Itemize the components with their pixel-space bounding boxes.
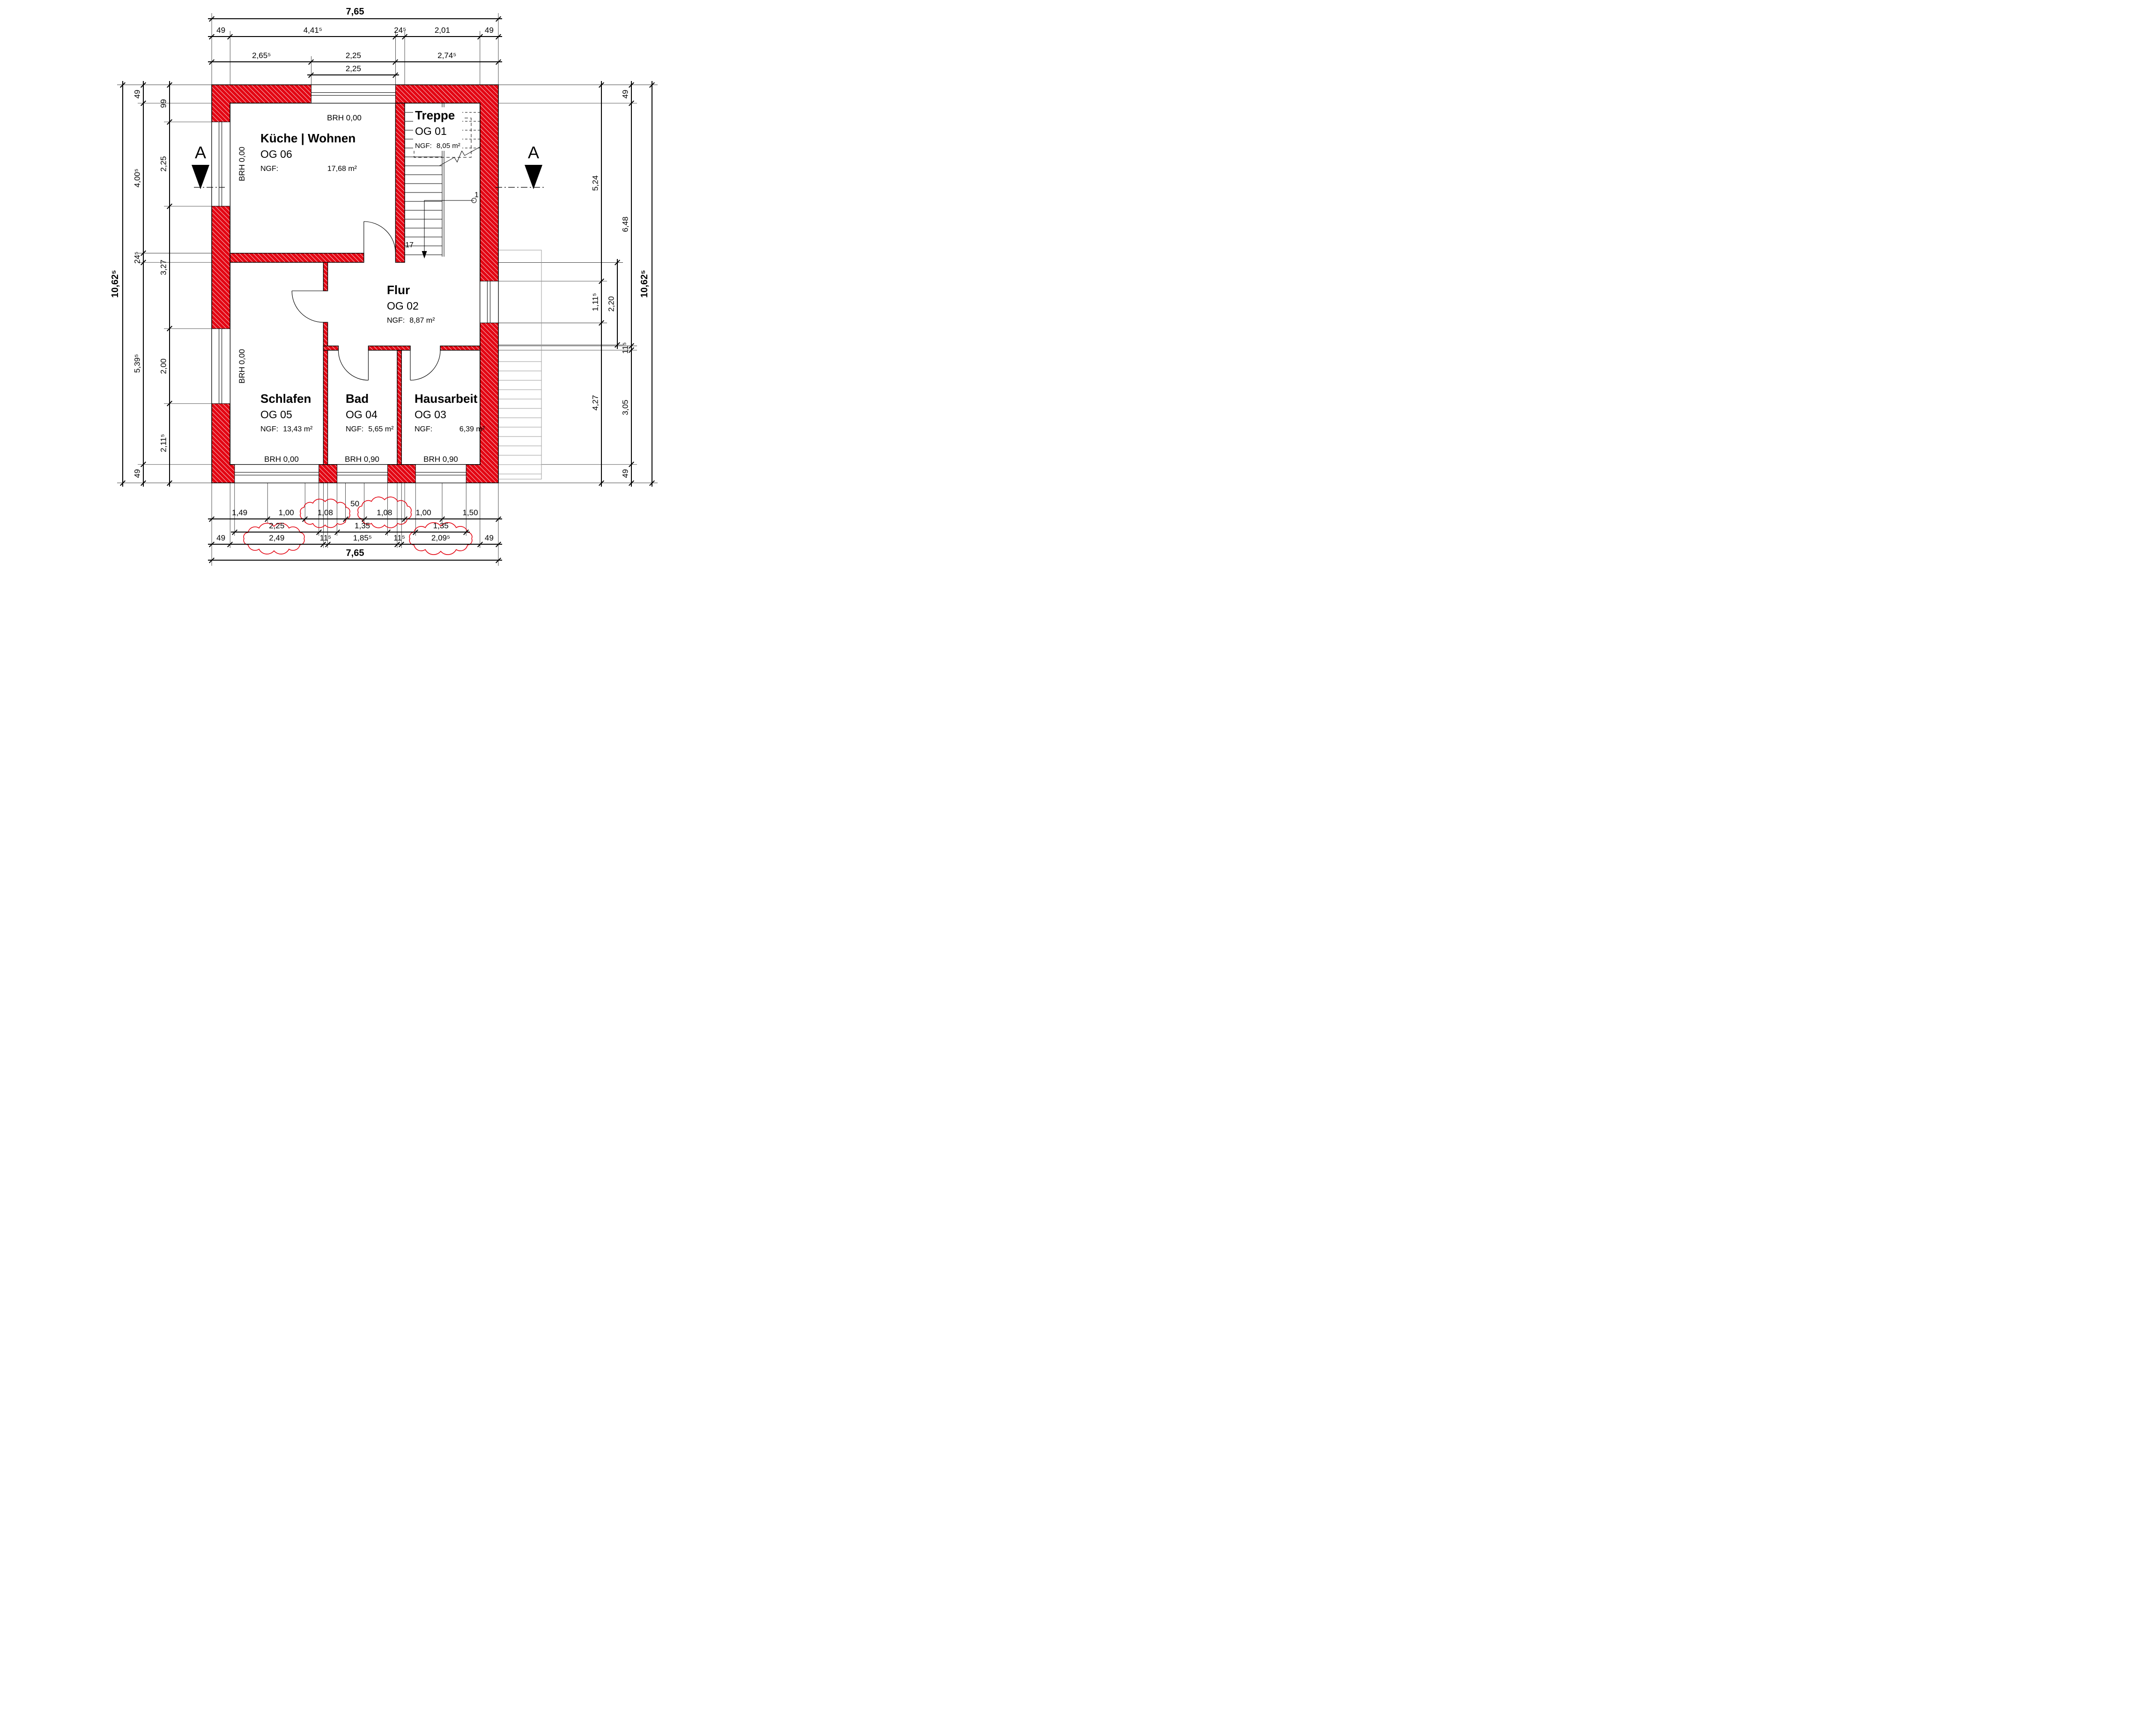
- door-schlafen: [291, 290, 324, 323]
- stair-numbers: 1 17: [405, 191, 479, 249]
- extension-lines: [117, 13, 658, 566]
- exterior-structure: [498, 250, 542, 480]
- stair-walk-arrow: [422, 251, 427, 259]
- exterior-walls: [211, 84, 499, 483]
- interior-walls: [230, 103, 481, 465]
- revision-cloud: [357, 496, 412, 528]
- window: [234, 464, 319, 483]
- stair-treads-dashed: [444, 112, 480, 148]
- section-markers: [192, 165, 546, 189]
- window: [211, 121, 230, 207]
- stair-walk-start: [471, 198, 477, 203]
- revision-cloud: [300, 498, 350, 528]
- section-arrow-left: [192, 165, 209, 189]
- door-bad: [338, 350, 369, 381]
- door-kueche: [363, 221, 396, 253]
- revision-cloud: [409, 522, 473, 555]
- window: [311, 84, 396, 104]
- stair-walk-line: [424, 200, 474, 251]
- window: [480, 281, 499, 323]
- staircase: [405, 104, 481, 259]
- revision-cloud: [243, 523, 305, 555]
- section-arrow-right: [525, 165, 542, 189]
- doors: [291, 221, 441, 381]
- door-hausarbeit: [410, 350, 441, 381]
- stair-headroom-dashed: [414, 118, 472, 158]
- stair-break-line: [439, 146, 481, 166]
- window: [337, 464, 388, 483]
- window: [415, 464, 467, 483]
- windows: [211, 84, 499, 483]
- floor-plan-drawing: 1 17: [117, 13, 658, 566]
- window: [211, 328, 230, 404]
- revision-clouds: [243, 496, 473, 555]
- stair-step-first: 1: [474, 191, 479, 199]
- stair-step-last: 17: [405, 241, 414, 249]
